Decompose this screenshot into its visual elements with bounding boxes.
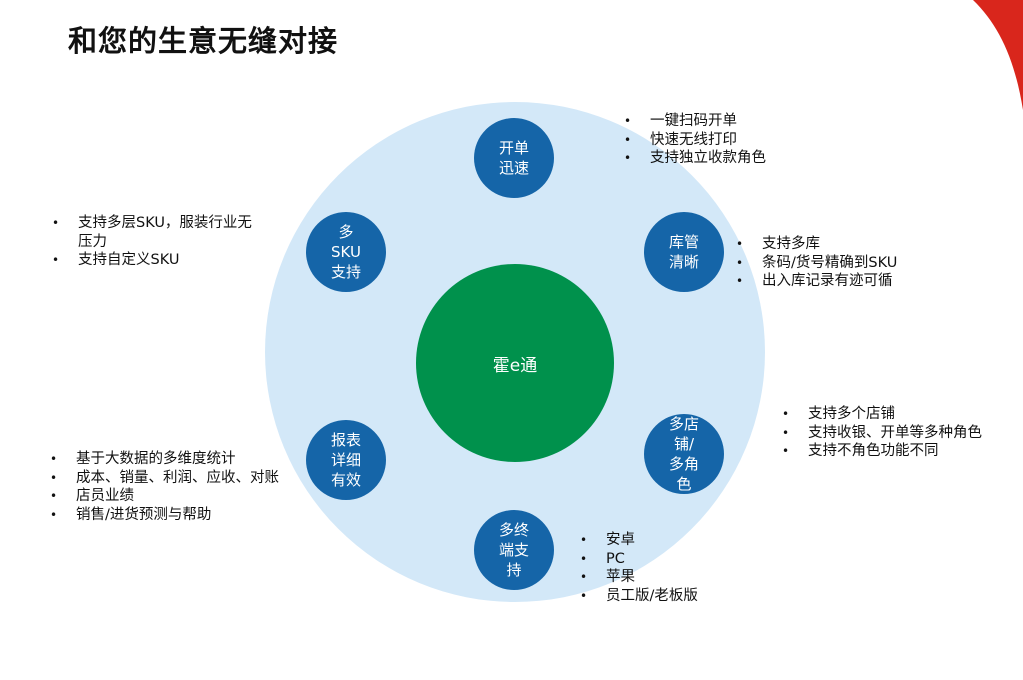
bullet-item: 条码/货号精确到SKU [736, 254, 897, 273]
bullet-item: 销售/进货预测与帮助 [50, 506, 279, 525]
node-fast-billing: 开单 迅速 [474, 118, 554, 198]
bullets-fast-billing: 一键扫码开单 快速无线打印 支持独立收款角色 [624, 112, 766, 168]
bullet-item: 店员业绩 [50, 487, 279, 506]
bullet-item: 支持多个店铺 [782, 405, 982, 424]
bullet-item: 安卓 [580, 531, 698, 550]
bullet-item: PC [580, 550, 698, 569]
bullet-item: 支持收银、开单等多种角色 [782, 424, 982, 443]
bullet-item: 支持独立收款角色 [624, 149, 766, 168]
node-inventory: 库管 清晰 [644, 212, 724, 292]
bullet-item: 快速无线打印 [624, 131, 766, 150]
bullet-item: 支持多层SKU，服装行业无压力 [52, 214, 264, 251]
bullet-item: 支持多库 [736, 235, 897, 254]
bullet-item: 一键扫码开单 [624, 112, 766, 131]
bullets-multi-terminal: 安卓 PC 苹果 员工版/老板版 [580, 531, 698, 605]
center-circle: 霍e通 [416, 264, 614, 462]
slide-title: 和您的生意无缝对接 [68, 24, 339, 58]
node-reports: 报表 详细 有效 [306, 420, 386, 500]
bullets-reports: 基于大数据的多维度统计 成本、销量、利润、应收、对账 店员业绩 销售/进货预测与… [50, 450, 279, 524]
corner-decoration [973, 0, 1023, 110]
node-multi-store: 多店 铺/ 多角 色 [644, 414, 724, 494]
bullets-inventory: 支持多库 条码/货号精确到SKU 出入库记录有迹可循 [736, 235, 897, 291]
bullets-multi-store: 支持多个店铺 支持收银、开单等多种角色 支持不角色功能不同 [782, 405, 982, 461]
bullets-multi-sku: 支持多层SKU，服装行业无压力 支持自定义SKU [52, 214, 264, 270]
bullet-item: 基于大数据的多维度统计 [50, 450, 279, 469]
bullet-item: 苹果 [580, 568, 698, 587]
center-label: 霍e通 [492, 355, 538, 376]
bullet-item: 支持不角色功能不同 [782, 442, 982, 461]
bullet-item: 成本、销量、利润、应收、对账 [50, 469, 279, 488]
bullet-item: 出入库记录有迹可循 [736, 272, 897, 291]
bullet-item: 员工版/老板版 [580, 587, 698, 606]
node-multi-terminal: 多终 端支 持 [474, 510, 554, 590]
node-multi-sku: 多 SKU 支持 [306, 212, 386, 292]
bullet-item: 支持自定义SKU [52, 251, 264, 270]
